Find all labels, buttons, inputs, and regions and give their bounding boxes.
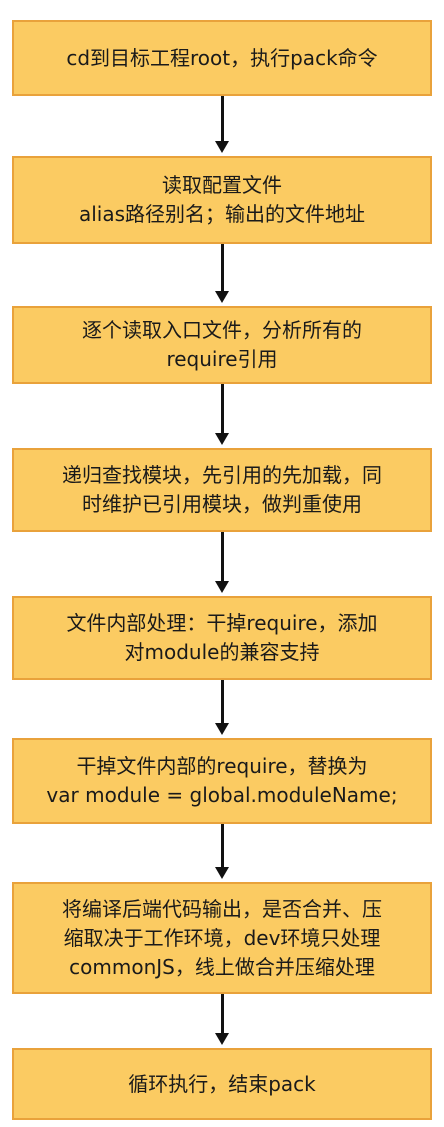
step-8-box: 循环执行，结束pack [12, 1048, 432, 1120]
arrow-head-icon [215, 291, 229, 303]
step-3-line-2: require引用 [166, 347, 278, 371]
step-2-line-2: alias路径别名；输出的文件地址 [78, 202, 366, 226]
step-5-line-1: 文件内部处理：干掉require，添加 [66, 611, 378, 635]
step-1-box: cd到目标工程root，执行pack命令 [12, 20, 432, 96]
step-1-line-1: cd到目标工程root，执行pack命令 [66, 45, 378, 70]
step-6-line-1: 干掉文件内部的require，替换为 [76, 754, 368, 778]
step-4-box: 递归查找模块，先引用的先加载，同 时维护已引用模块，做判重使用 [12, 448, 432, 532]
step-6-box: 干掉文件内部的require，替换为 var module = global.m… [12, 738, 432, 824]
arrow-head-icon [215, 581, 229, 593]
step-5-box: 文件内部处理：干掉require，添加 对module的兼容支持 [12, 596, 432, 680]
arrow-head-icon [215, 1033, 229, 1045]
arrow-head-icon [215, 433, 229, 445]
step-7-box: 将编译后端代码输出，是否合并、压 缩取决于工作环境，dev环境只处理 commo… [12, 882, 432, 994]
step-4-line-2: 时维护已引用模块，做判重使用 [82, 492, 362, 516]
step-7-line-3: commonJS，线上做合并压缩处理 [69, 954, 375, 979]
step-4-line-1: 递归查找模块，先引用的先加载，同 [62, 463, 382, 487]
step-3-box: 逐个读取入口文件，分析所有的 require引用 [12, 306, 432, 384]
arrow-head-icon [215, 141, 229, 153]
step-3-line-1: 逐个读取入口文件，分析所有的 [82, 318, 362, 342]
step-7-line-2: 缩取决于工作环境，dev环境只处理 [63, 925, 381, 950]
arrow-head-icon [215, 723, 229, 735]
arrow-head-icon [215, 867, 229, 879]
step-2-line-1: 读取配置文件 [161, 173, 282, 197]
step-8-line-1: 循环执行，结束pack [128, 1071, 316, 1096]
step-6-line-2: var module = global.moduleName; [46, 783, 398, 807]
step-5-line-2: 对module的兼容支持 [124, 640, 320, 664]
step-2-box: 读取配置文件 alias路径别名；输出的文件地址 [12, 156, 432, 244]
step-7-line-1: 将编译后端代码输出，是否合并、压 [62, 896, 382, 921]
